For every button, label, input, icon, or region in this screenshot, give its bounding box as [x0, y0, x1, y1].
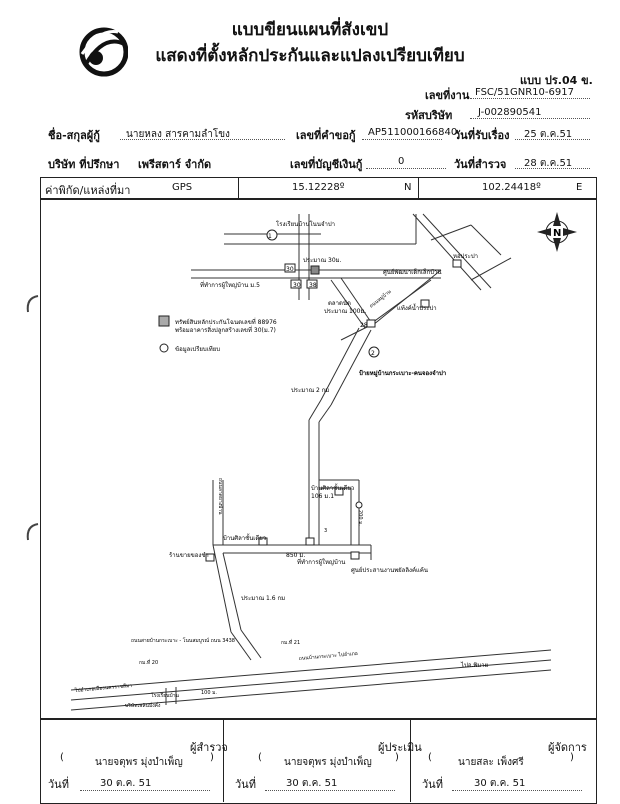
survey-date-label: วันที่สำรวจ	[454, 158, 507, 171]
coords-row	[40, 177, 597, 199]
map-label: 106 ม.1	[311, 493, 334, 500]
legend-collateral-line1: ทรัพย์สินหลักประกันโฉนดเลขที่ 88976	[175, 318, 277, 326]
legend-comparison-swatch	[159, 343, 169, 353]
map-label: ประมาณ 2 กม	[291, 387, 329, 394]
map-label: ป้ายหมู่บ้านกระเบาะ-คนจองจำปา	[359, 369, 446, 378]
signature-role: ผู้ประเมิน	[378, 741, 422, 754]
map-label: ถนนหมู่บ้าน	[368, 288, 393, 310]
map-label: 30	[286, 266, 294, 273]
company-logo	[79, 27, 128, 77]
map-label: บ้านศิลาชั้นเดียว	[223, 532, 266, 542]
map-label: บ้านศิลาชั้นเดียว	[311, 482, 354, 492]
map-label: ร้านขายของชำ	[169, 552, 209, 559]
map-label: บริษัทเพลินมั่งคั่ง	[125, 702, 161, 709]
north-arrow-icon	[537, 212, 577, 252]
signature-name: นายจตุพร มุ่งบำเพ็ญ	[95, 757, 183, 768]
map-label: 200 ม.	[357, 510, 363, 526]
map-label: โรงเรียนบ้าน	[151, 692, 180, 699]
account-no-value: 0	[398, 156, 405, 167]
map-label: 38	[309, 282, 317, 289]
map-label: 3	[324, 528, 327, 534]
signature-date-label: วันที่	[48, 778, 69, 791]
signature-date-label: วันที่	[235, 778, 256, 791]
map-label: ถนนสายบ้านกระเบาะ - โนนสมบูรณ์ ถนน 3438	[131, 637, 235, 644]
map-label: ตลาดนัด	[328, 300, 351, 307]
map-label: ประมาณ 1.6 กม	[241, 595, 285, 602]
map-label: แท้งค์น้ำประปา	[397, 302, 437, 312]
company-code-value: J-002890541	[478, 107, 542, 118]
request-no-value: AP511000166840	[368, 127, 458, 138]
borrower-name-value: นายหลง สารคามลำโขง	[126, 129, 230, 140]
borrower-name-label: ชื่อ-สกุลผู้กู้	[48, 129, 100, 142]
map-label: ไปอำเภอเมืองนครราชสีมา	[74, 682, 133, 694]
map-label: กม.ที่ 21	[281, 639, 300, 646]
signature-role: ผู้จัดการ	[548, 741, 587, 754]
map-label: ถนนบ้านกระเบาะ ไปอำเภอ	[299, 650, 359, 662]
receive-date-value: 25 ต.ค.51	[524, 129, 573, 140]
legend-collateral-line2: พร้อมอาคารสิ่งปลูกสร้างเลขที่ 30(ม.7)	[175, 326, 276, 334]
coords-source: GPS	[172, 182, 193, 193]
map-label: หอประปา	[453, 253, 478, 260]
legend-collateral-swatch	[158, 315, 170, 327]
consultant-label: บริษัท ที่ปรึกษา	[48, 158, 120, 171]
signature-role: ผู้สำรวจ	[190, 741, 228, 754]
company-code-label: รหัสบริษัท	[405, 109, 453, 122]
coords-north: 15.12228º	[292, 182, 345, 193]
map-label: ไปอ.พิมาย	[460, 661, 488, 669]
form-subtitle: แสดงที่ตั้งหลักประกันและแปลงเปรียบเทียบ	[155, 46, 465, 66]
binder-hole-mark	[26, 295, 39, 313]
signature-close-paren: )	[210, 752, 214, 763]
request-no-label: เลขที่คำขอกู้	[296, 129, 356, 142]
north-label: N	[553, 228, 561, 239]
coords-east: 102.24418º	[482, 182, 541, 193]
signature-open-paren: (	[60, 752, 64, 763]
map-frame	[40, 199, 597, 720]
map-label: โรงเรียนบ้านโนนจำปา	[276, 220, 335, 228]
job-no-value: FSC/51GNR10-6917	[475, 87, 574, 98]
map-label: ประมาณ 100ม.	[324, 308, 366, 315]
map-label: ถนนลาดยางบ้าน	[217, 478, 224, 515]
map-label: 850 ม.	[286, 552, 305, 559]
signature-name: นายจตุพร มุ่งบำเพ็ญ	[284, 757, 372, 768]
job-no-label: เลขที่งาน	[425, 89, 470, 102]
signature-date: 30 ต.ค. 51	[100, 778, 152, 789]
map-label: 28	[360, 322, 368, 329]
signature-open-paren: (	[258, 752, 262, 763]
map-label: ศูนย์พัฒนาเด็กเล็กบ้าน	[383, 267, 442, 276]
map-label: 1	[268, 233, 272, 240]
form-title: แบบขียนแผนที่สังเขป	[231, 20, 389, 40]
form-code: แบบ ปร.04 ข.	[520, 74, 593, 87]
signature-date-label: วันที่	[422, 778, 443, 791]
binder-hole-mark	[26, 523, 39, 541]
receive-date-label: วันที่รับเรื่อง	[454, 129, 510, 142]
signature-name: นายสละ เพ็งศรี	[458, 757, 524, 768]
location-map: N โรงเรียนบ้านโนนจำปา 1 ประมาณ 30ม. ที่ท…	[70, 212, 577, 711]
map-label: ที่ทำการผู้ใหญ่บ้าน	[297, 558, 345, 566]
signature-date: 30 ต.ค. 51	[474, 778, 526, 789]
legend-comparison-label: ข้อมูลเปรียบเทียบ	[175, 345, 220, 353]
coords-north-unit: N	[404, 182, 412, 193]
survey-date-value: 28 ต.ค.51	[524, 158, 573, 169]
map-label: ศูนย์ประสานงานพยัลลิงค์แค้น	[351, 566, 428, 574]
signature-date: 30 ต.ค. 51	[286, 778, 338, 789]
consultant-name: เพรีสตาร์ จำกัด	[138, 158, 212, 171]
signature-close-paren: )	[395, 752, 399, 763]
signature-open-paren: (	[428, 752, 432, 763]
map-label: 30	[293, 282, 301, 289]
map-label: ประมาณ 30ม.	[303, 257, 342, 264]
signature-close-paren: )	[570, 752, 574, 763]
map-label: 100 ม.	[201, 690, 217, 696]
coords-source-label: ค่าพิกัด/แหล่งที่มา	[45, 184, 131, 197]
map-label: กม.ที่ 20	[139, 659, 158, 666]
account-no-label: เลขที่บัญชีเงินกู้	[290, 158, 363, 171]
map-label: ที่ทำการผู้ใหญ่บ้าน ม.5	[200, 281, 260, 289]
coords-east-unit: E	[576, 182, 583, 193]
map-label: 2	[371, 350, 375, 357]
